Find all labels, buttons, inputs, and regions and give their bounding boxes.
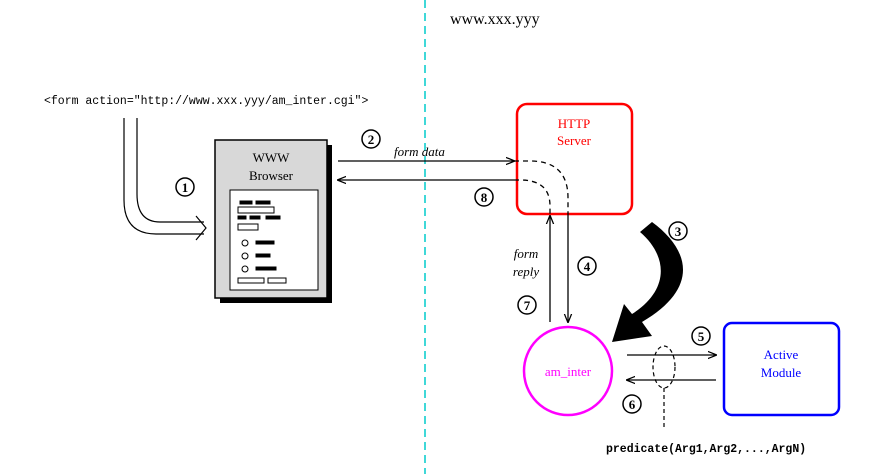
step-number-5: 5 [698,329,705,344]
form-to-browser-arrow [123,118,204,235]
http-server-label-line1: HTTP [558,116,591,131]
am-inter-circle [522,325,614,417]
browser-label-line1: WWW [253,150,291,165]
step-badge-4: 4 [577,256,597,276]
active-module-label-line1: Active [764,347,799,362]
domain-label: www.xxx.yyy [450,11,540,28]
active-module-label-line2: Module [761,365,802,380]
form-reply-label-line1: form [514,246,539,261]
step-number-3: 3 [675,224,682,239]
step-number-6: 6 [629,397,636,412]
step-number-8: 8 [481,190,488,205]
step-number-4: 4 [584,259,591,274]
server-route-inner [514,160,569,214]
step-badge-1: 1 [175,177,195,197]
step-number-1: 1 [182,180,189,195]
step-badge-7: 7 [517,295,537,315]
form-tag-text: <form action="http://www.xxx.yyy/am_inte… [44,95,368,108]
step-badge-8: 8 [474,187,494,207]
step-badge-6: 6 [622,394,642,414]
http-server-label-line2: Server [557,133,592,148]
predicate-ellipse [652,345,676,389]
form-to-browser-arrow-inner [136,118,204,223]
form-reply-label-line2: reply [513,264,539,279]
step-number-2: 2 [368,132,375,147]
step-badge-5: 5 [691,326,711,346]
browser-page-content [237,200,287,284]
server-route-outer [514,179,551,214]
form-data-label: form data [394,144,445,159]
spawn-arrow [612,222,683,342]
browser-label-line2: Browser [249,168,294,183]
http-server-box [515,102,634,216]
step-number-7: 7 [524,298,531,313]
active-module-box [722,321,841,417]
step-badge-2: 2 [361,129,381,149]
form-to-browser-arrowhead [195,215,207,241]
step-badge-3: 3 [668,221,688,241]
predicate-label: predicate(Arg1,Arg2,...,ArgN) [606,443,806,456]
am-inter-label: am_inter [545,364,592,379]
